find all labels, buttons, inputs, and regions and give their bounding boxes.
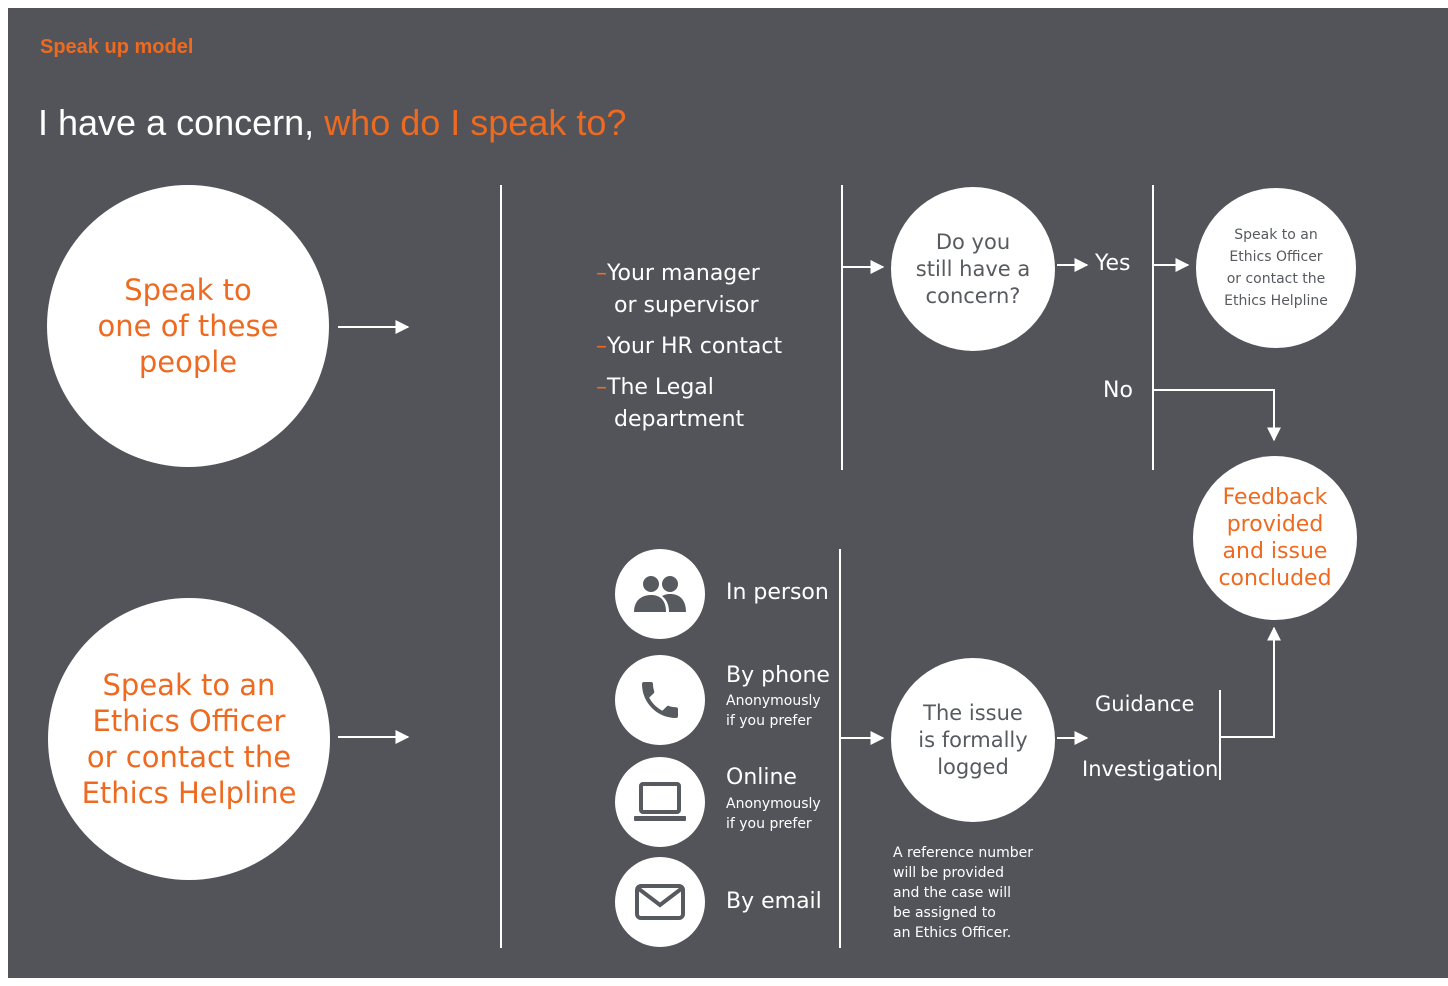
option-ethics-line: or contact the	[86, 740, 292, 774]
title-accent: who do I speak to?	[324, 102, 627, 143]
people-list-item: –The Legal department	[596, 372, 782, 436]
people-item-text: Your manager	[607, 261, 760, 286]
ethics-officer-circle: Speak to an Ethics Officer or contact th…	[1196, 188, 1356, 348]
channel-label: By email	[726, 889, 822, 914]
option-circle-ethics: Speak to an Ethics Officer or contact th…	[48, 598, 330, 880]
laptop-icon	[634, 782, 686, 821]
feedback-line: and issue	[1222, 539, 1328, 564]
channel-note-line: if you prefer	[726, 816, 812, 832]
channel-note-line: if you prefer	[726, 713, 812, 729]
channel-label: By phone	[726, 663, 830, 688]
feedback-line: provided	[1226, 512, 1324, 537]
title-plain: I have a concern,	[38, 102, 315, 143]
reference-note-line: be assigned to	[893, 905, 996, 921]
channel-label: In person	[726, 580, 829, 605]
ethics-line: Ethics Helpline	[1224, 293, 1328, 309]
option-ethics-line: Ethics Helpline	[81, 776, 297, 810]
option-people-line: people	[138, 345, 238, 379]
phone-icon	[642, 682, 678, 718]
ethics-line: Speak to an	[1234, 227, 1318, 243]
channel-note-line: Anonymously	[726, 693, 821, 709]
feedback-line: concluded	[1218, 566, 1332, 591]
ethics-line: or contact the	[1226, 271, 1326, 287]
option-people-line: Speak to	[124, 273, 252, 307]
bullet-dash: –	[596, 334, 607, 359]
investigation-label: Investigation	[1082, 757, 1219, 781]
people-list-item: –Your HR contact	[596, 331, 782, 363]
bullet-dash: –	[596, 375, 607, 400]
people-item-text: department	[614, 407, 745, 432]
logged-line: logged	[937, 754, 1009, 779]
bullet-dash: –	[596, 261, 607, 286]
reference-note-line: A reference number	[893, 845, 1033, 861]
no-label: No	[1103, 378, 1133, 403]
reference-note-line: and the case will	[893, 885, 1011, 901]
yes-label: Yes	[1095, 251, 1131, 276]
option-people-line: one of these	[97, 309, 279, 343]
question-line: still have a	[915, 256, 1031, 281]
reference-note-line: an Ethics Officer.	[893, 925, 1012, 941]
feedback-circle: Feedback provided and issue concluded	[1193, 456, 1357, 620]
arrow-outcome-to-feedback	[1220, 626, 1281, 738]
question-line: concern?	[925, 283, 1021, 308]
page-title: I have a concern, who do I speak to?	[38, 102, 626, 144]
question-circle: Do you still have a concern?	[891, 187, 1055, 351]
people-item-text: Your HR contact	[607, 334, 783, 359]
section-label: Speak up model	[40, 36, 194, 58]
guidance-label: Guidance	[1095, 692, 1195, 716]
email-icon	[635, 884, 685, 920]
channel-note: Anonymously if you prefer	[726, 691, 821, 731]
feedback-line: Feedback	[1222, 485, 1328, 510]
online-channel	[615, 757, 705, 847]
question-line: Do you	[935, 229, 1011, 254]
logged-line: is formally	[918, 727, 1028, 752]
channel-label: Online	[726, 765, 797, 790]
reference-note: A reference number will be provided and …	[893, 843, 1033, 943]
option-ethics-line: Speak to an	[102, 668, 276, 702]
option-ethics-line: Ethics Officer	[92, 704, 286, 738]
ethics-line: Ethics Officer	[1229, 249, 1323, 265]
people-list: –Your manager or supervisor –Your HR con…	[596, 258, 782, 436]
people-icon	[634, 576, 686, 612]
people-item-text: or supervisor	[614, 293, 759, 318]
people-item-text: The Legal	[607, 375, 714, 400]
email-channel	[615, 857, 705, 947]
logged-circle: The issue is formally logged	[891, 658, 1055, 822]
in-person-channel	[615, 549, 705, 639]
option-circle-people: Speak to one of these people	[47, 185, 329, 467]
arrow-no-to-feedback	[1153, 389, 1281, 442]
channel-note-line: Anonymously	[726, 796, 821, 812]
channel-note: Anonymously if you prefer	[726, 794, 821, 834]
logged-line: The issue	[923, 700, 1023, 725]
people-list-item: –Your manager or supervisor	[596, 258, 782, 322]
phone-channel	[615, 655, 705, 745]
reference-note-line: will be provided	[893, 865, 1004, 881]
